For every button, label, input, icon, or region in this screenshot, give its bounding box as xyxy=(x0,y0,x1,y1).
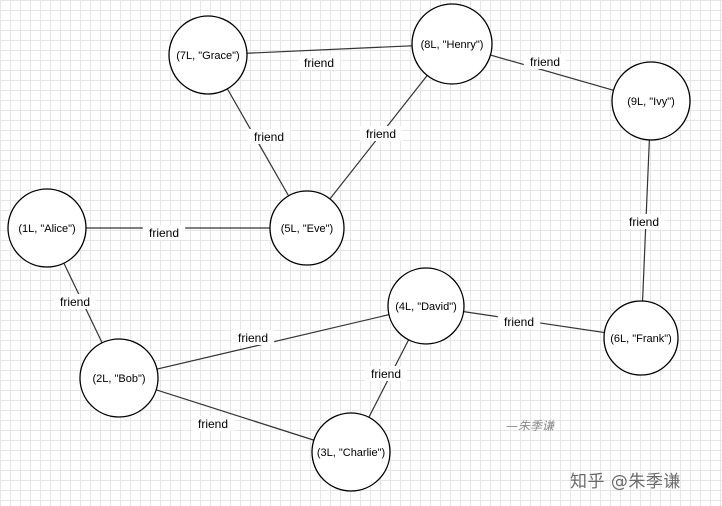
edge-label-bg xyxy=(364,366,408,381)
node-label: (5L, "Eve") xyxy=(281,223,333,235)
node-2[interactable]: (2L, "Bob") xyxy=(79,338,159,418)
edge-label-bg xyxy=(191,416,235,431)
node-1[interactable]: (1L, "Alice") xyxy=(7,188,87,268)
node-3[interactable]: (3L, "Charlie") xyxy=(311,412,391,492)
node-9[interactable]: (9L, "Ivy") xyxy=(611,61,691,141)
zhihu-watermark: 知乎 @朱季谦 xyxy=(570,472,681,492)
node-circle[interactable] xyxy=(387,267,465,345)
edge-line xyxy=(118,377,352,453)
edge-label: friend xyxy=(60,295,90,309)
edge-label: friend xyxy=(254,130,284,144)
edge-label: friend xyxy=(629,215,659,229)
edge-label: friend xyxy=(371,367,401,381)
node-circle[interactable] xyxy=(168,15,248,95)
edge-2-4: friend xyxy=(118,305,427,379)
edge-label-bg xyxy=(359,126,403,141)
edge-label-bg xyxy=(247,129,291,144)
node-label: (1L, "Alice") xyxy=(18,223,75,235)
edge-label-bg xyxy=(523,54,567,69)
edge-label-bg xyxy=(622,214,666,229)
edge-label: friend xyxy=(198,417,228,431)
node-label: (8L, "Henry") xyxy=(421,39,484,51)
node-circle[interactable] xyxy=(79,338,159,418)
node-label: (6L, "Frank") xyxy=(610,333,672,345)
edge-7-8: friend xyxy=(207,43,453,70)
edge-label: friend xyxy=(238,331,268,345)
node-label: (3L, "Charlie") xyxy=(317,447,385,459)
node-circle[interactable] xyxy=(411,3,493,85)
nodes-layer: (7L, "Grace") (8L, "Henry") (9L, "Ivy") (1L… xyxy=(7,3,691,492)
edge-1-5: friend xyxy=(47,225,307,240)
node-circle[interactable] xyxy=(311,412,391,492)
node-8[interactable]: (8L, "Henry") xyxy=(411,3,493,85)
node-circle[interactable] xyxy=(603,300,679,376)
node-7[interactable]: (7L, "Grace") xyxy=(168,15,248,95)
node-label: (7L, "Grace") xyxy=(176,50,239,62)
edge-label: friend xyxy=(366,127,396,141)
edge-label-bg xyxy=(297,55,341,70)
node-circle[interactable] xyxy=(7,188,87,268)
node-6[interactable]: (6L, "Frank") xyxy=(603,300,679,376)
edge-label-bg xyxy=(497,314,541,329)
edge-2-3: friend xyxy=(118,377,352,453)
node-circle[interactable] xyxy=(611,61,691,141)
edge-label: friend xyxy=(530,55,560,69)
node-5[interactable]: (5L, "Eve") xyxy=(269,190,345,266)
node-label: (4L, "David") xyxy=(395,301,457,313)
edge-label: friend xyxy=(149,226,179,240)
edge-line xyxy=(207,43,453,56)
edge-label-bg xyxy=(231,330,275,345)
author-signature: —朱季谦 xyxy=(506,419,555,433)
edge-label: friend xyxy=(304,56,334,70)
node-label: (2L, "Bob") xyxy=(92,373,145,385)
node-4[interactable]: (4L, "David") xyxy=(387,267,465,345)
edge-label-bg xyxy=(142,225,186,240)
edge-label: friend xyxy=(504,315,534,329)
node-circle[interactable] xyxy=(269,190,345,266)
edge-label-bg xyxy=(53,294,97,309)
node-label: (9L, "Ivy") xyxy=(627,96,675,108)
